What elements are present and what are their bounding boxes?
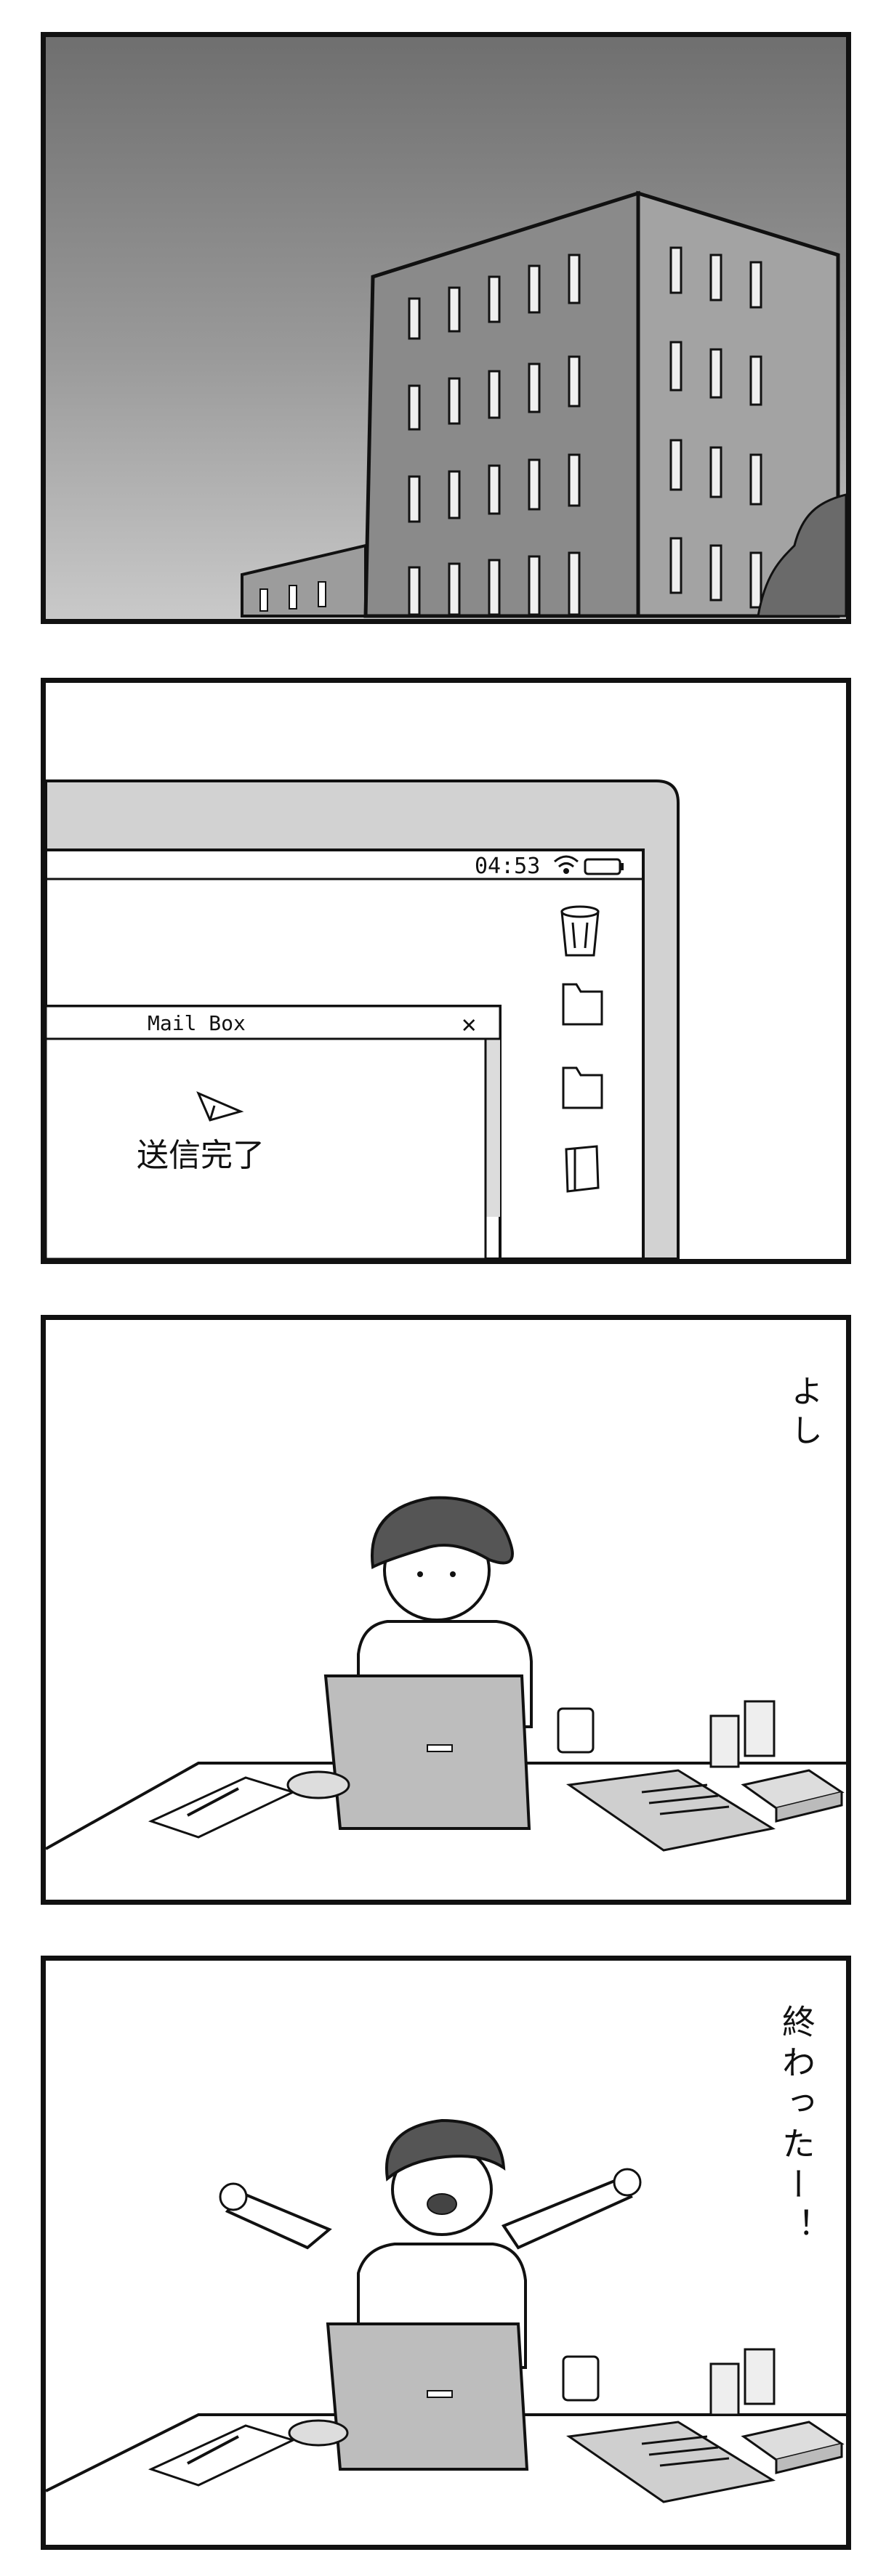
glass	[744, 2348, 776, 2405]
glass	[709, 2362, 740, 2416]
building-illustration	[241, 190, 846, 618]
document-icon[interactable]	[565, 1145, 600, 1193]
paper	[148, 2424, 297, 2487]
panel-mail-sent-screen: 04:53 Mail Box ✕	[41, 678, 851, 1264]
desk-edge	[46, 1762, 846, 1850]
person-mouth	[427, 2193, 457, 2215]
desk-edge	[46, 2413, 846, 2492]
battery-icon	[584, 858, 624, 875]
glass	[744, 1700, 776, 1757]
person-hair	[384, 2118, 506, 2182]
mouse	[288, 2419, 349, 2447]
person-right-arm	[501, 2176, 633, 2250]
person-hair	[371, 1496, 514, 1570]
paper	[148, 1776, 297, 1839]
panel-building-exterior	[41, 32, 851, 624]
status-time: 04:53	[475, 854, 540, 879]
cup	[557, 1707, 595, 1754]
close-icon[interactable]: ✕	[462, 1010, 476, 1039]
building-windows	[408, 246, 762, 616]
speech-text-owatta: 終わったー！	[777, 2004, 816, 2248]
mail-box-content	[46, 1037, 487, 1259]
notebook	[565, 2421, 776, 2503]
wifi-icon	[554, 855, 579, 874]
send-complete-text: 送信完了	[137, 1137, 265, 1174]
glass	[709, 1714, 740, 1768]
mail-box-title: Mail Box	[148, 1011, 246, 1035]
trash-icon[interactable]	[560, 905, 600, 957]
panel-person-at-laptop: よし	[41, 1315, 851, 1905]
mouse	[286, 1770, 350, 1799]
notebook	[565, 1769, 776, 1852]
speech-text-yoshi: よし	[785, 1374, 822, 1453]
paper-plane-icon	[196, 1091, 244, 1122]
cup	[562, 2355, 600, 2402]
panel-person-cheering: 終わったー！	[41, 1956, 851, 2550]
folder-icon[interactable]	[562, 983, 603, 1026]
folder-icon[interactable]	[562, 1066, 603, 1109]
